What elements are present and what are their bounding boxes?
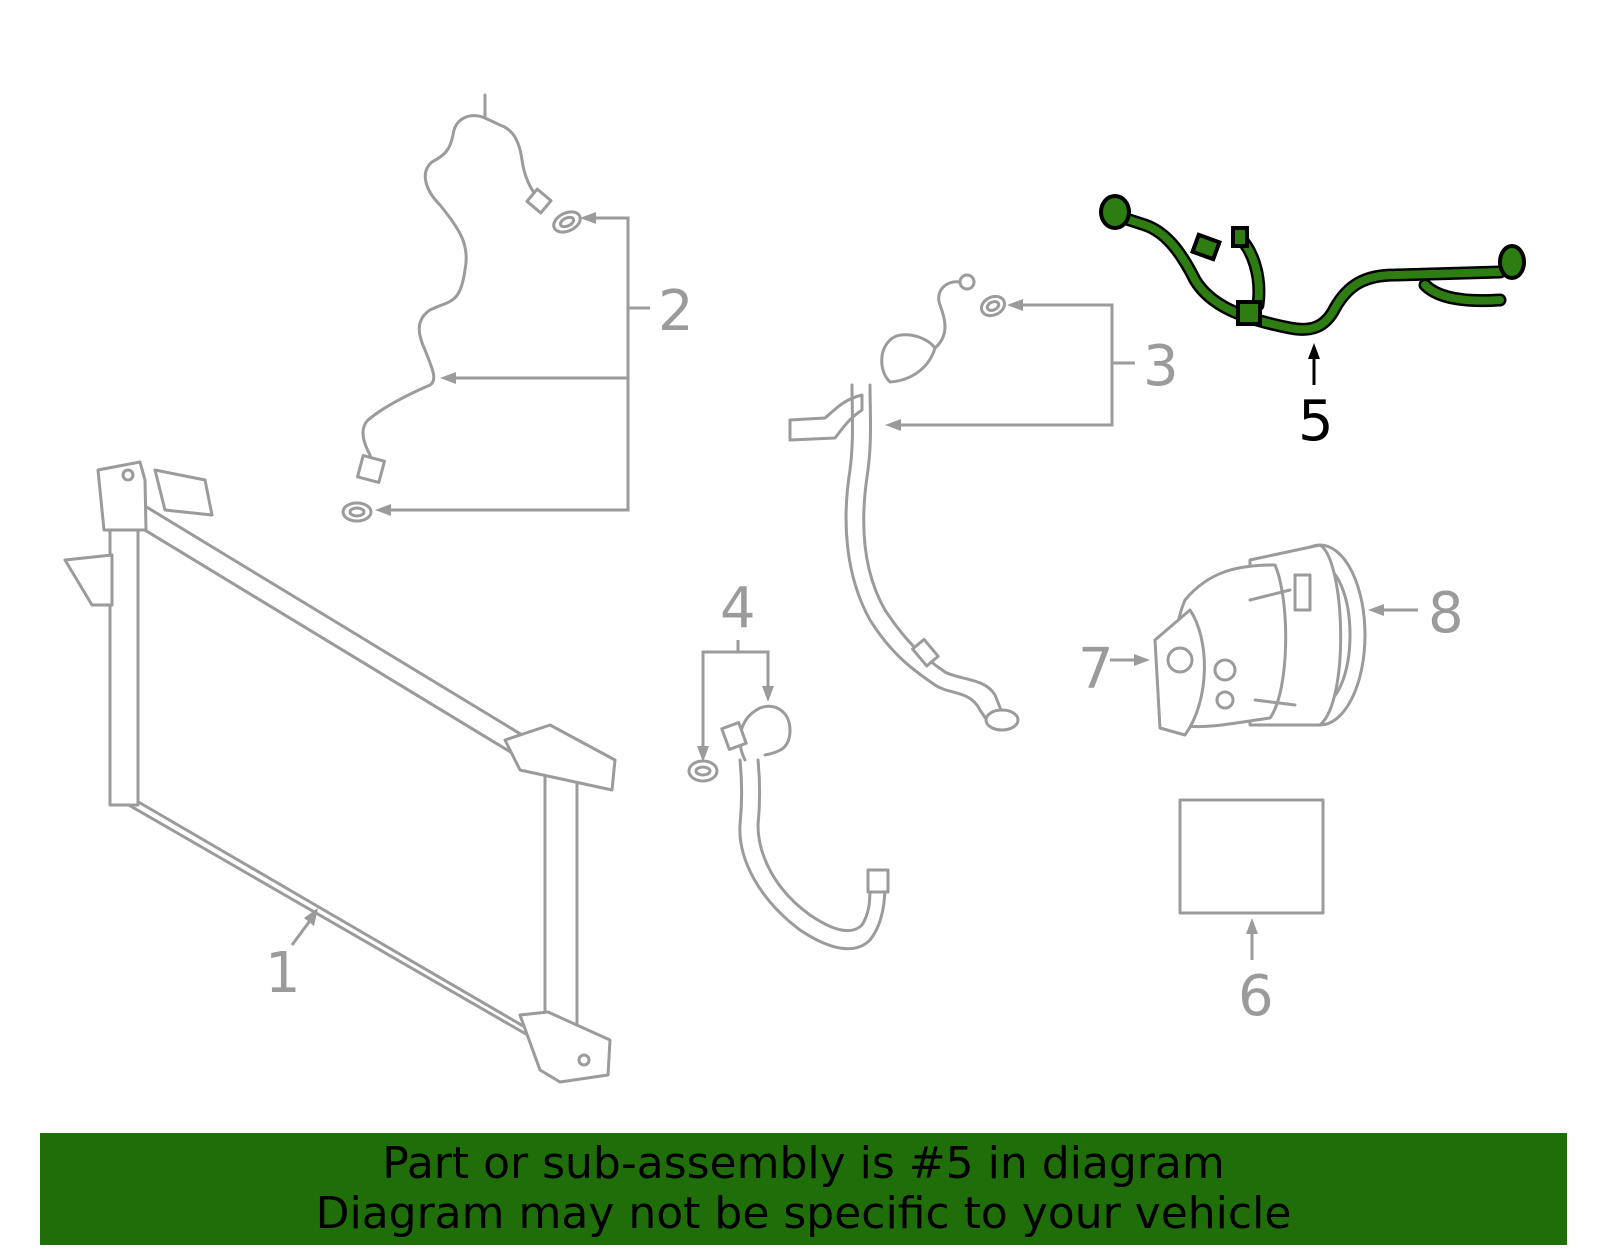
part-4-hose[interactable] (687, 704, 890, 951)
svg-text:3: 3 (1143, 334, 1179, 399)
svg-text:2: 2 (658, 279, 694, 344)
svg-text:5: 5 (1298, 389, 1334, 454)
callout-5: 5 (1298, 343, 1334, 454)
svg-text:6: 6 (1238, 964, 1274, 1029)
callout-7: 7 (1078, 637, 1150, 702)
callout-2: 2 (375, 212, 694, 516)
banner-line-1: Part or sub-assembly is #5 in diagram (382, 1138, 1225, 1189)
info-banner: Part or sub-assembly is #5 in diagram Di… (40, 1133, 1567, 1245)
banner-line-2: Diagram may not be specific to your vehi… (315, 1188, 1292, 1239)
svg-text:8: 8 (1428, 581, 1464, 646)
callout-3: 3 (885, 299, 1179, 431)
part-2-ac-line[interactable] (341, 93, 583, 523)
callout-6: 6 (1238, 918, 1274, 1029)
part-3-hose[interactable] (788, 273, 1020, 732)
svg-text:7: 7 (1078, 637, 1114, 702)
part-1-condenser[interactable] (63, 460, 617, 1084)
callout-8: 8 (1368, 581, 1464, 646)
svg-text:4: 4 (720, 576, 756, 641)
callout-1: 1 (265, 908, 318, 1006)
part-6-box[interactable] (1178, 798, 1325, 915)
svg-text:1: 1 (265, 941, 301, 1006)
part-7-8-compressor[interactable] (1153, 543, 1367, 737)
part-5-pipe-highlighted[interactable] (1099, 194, 1526, 336)
callout-4: 4 (697, 576, 774, 762)
